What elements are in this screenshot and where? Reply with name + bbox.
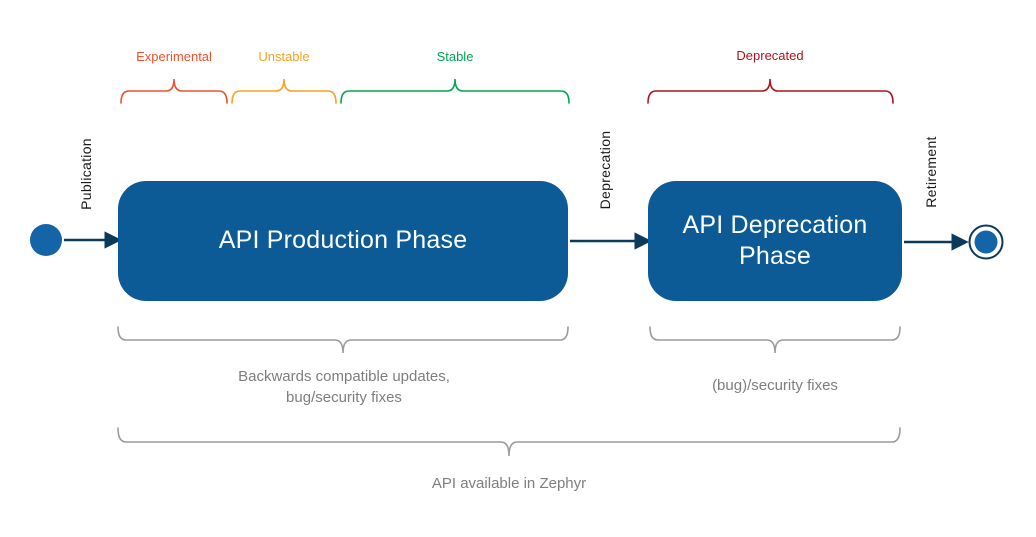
transition-label-retirement: Retirement — [923, 136, 939, 207]
end-node-inner — [974, 230, 998, 254]
caption-production-line1: Backwards compatible updates, — [238, 368, 450, 385]
production-caption-brace — [117, 326, 569, 354]
caption-overall-line1: API available in Zephyr — [431, 475, 587, 492]
transition-label-deprecation: Deprecation — [597, 131, 613, 210]
caption-production: Backwards compatible updates, bug/securi… — [118, 366, 570, 408]
end-node-outer-ring — [968, 224, 1004, 260]
stability-brace-deprecated — [647, 78, 894, 104]
start-node — [30, 224, 62, 256]
stability-brace-unstable — [231, 78, 337, 104]
caption-production-line2: bug/security fixes — [286, 389, 402, 406]
state-api-deprecation-phase: API Deprecation Phase — [648, 181, 902, 301]
transition-label-publication: Publication — [78, 138, 94, 210]
stability-label-experimental: Experimental — [136, 49, 212, 64]
caption-deprecation: (bug)/security fixes — [650, 375, 900, 396]
deprecation-caption-brace — [649, 326, 901, 354]
state-label-production: API Production Phase — [218, 226, 468, 255]
stability-label-deprecated: Deprecated — [736, 48, 803, 63]
state-api-production-phase: API Production Phase — [118, 181, 568, 301]
stability-brace-stable — [340, 78, 570, 104]
stability-label-unstable: Unstable — [258, 49, 309, 64]
overall-caption-brace — [117, 427, 901, 457]
caption-deprecation-line1: (bug)/security fixes — [712, 377, 838, 394]
stability-label-stable: Stable — [437, 49, 474, 64]
stability-brace-experimental — [120, 78, 228, 104]
state-label-deprecation: API Deprecation Phase — [682, 210, 868, 270]
caption-overall: API available in Zephyr — [118, 473, 900, 494]
